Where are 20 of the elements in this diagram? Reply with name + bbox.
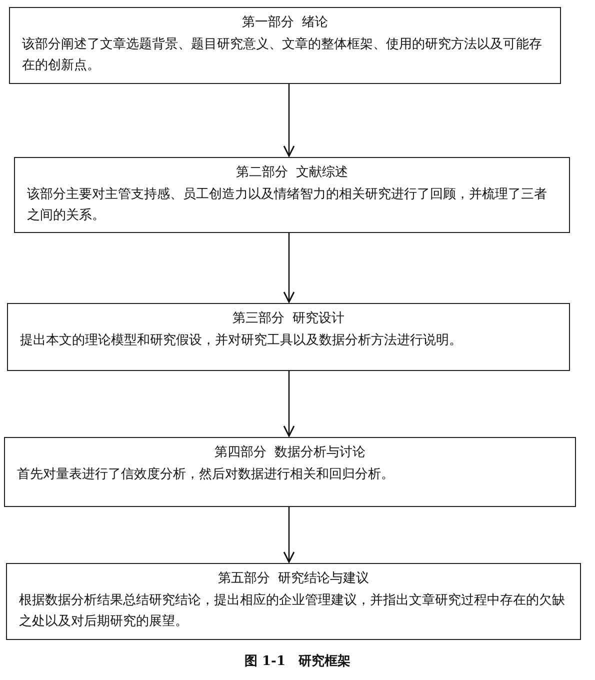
section-title: 第二部分 文献综述 (234, 164, 350, 182)
arrow (283, 371, 295, 437)
section-title: 第一部分 绪论 (240, 14, 330, 32)
figure-caption: 图 1-1 研究框架 (243, 652, 352, 670)
section-description: 首先对量表进行了信效度分析，然后对数据进行相关和回归分析。 (17, 466, 395, 484)
section-title: 第五部分 研究结论与建议 (216, 570, 370, 588)
section-title: 第三部分 研究设计 (231, 310, 346, 328)
arrow (283, 84, 295, 157)
section-title: 第四部分 数据分析与讨论 (213, 444, 367, 462)
arrow (283, 233, 295, 303)
section-box (4, 437, 576, 507)
section-box (6, 563, 581, 640)
section-box (9, 7, 561, 84)
section-description: 提出本文的理论模型和研究假设，并对研究工具以及数据分析方法进行说明。 (20, 332, 463, 350)
section-box (14, 157, 570, 233)
section-description: 该部分阐述了文章选题背景、题目研究意义、文章的整体框架、使用的研究方法以及可能存在的创新点。 (22, 36, 543, 75)
section-box (7, 303, 570, 371)
arrow (283, 507, 295, 563)
section-description: 该部分主要对主管支持感、员工创造力以及情绪智力的相关研究进行了回顾，并梳理了三者之间的关系。 (27, 186, 548, 225)
section-description: 根据数据分析结果总结研究结论，提出相应的企业管理建议，并指出文章研究过程中存在的欠缺之处以及对后期研究的展望。 (19, 592, 566, 631)
